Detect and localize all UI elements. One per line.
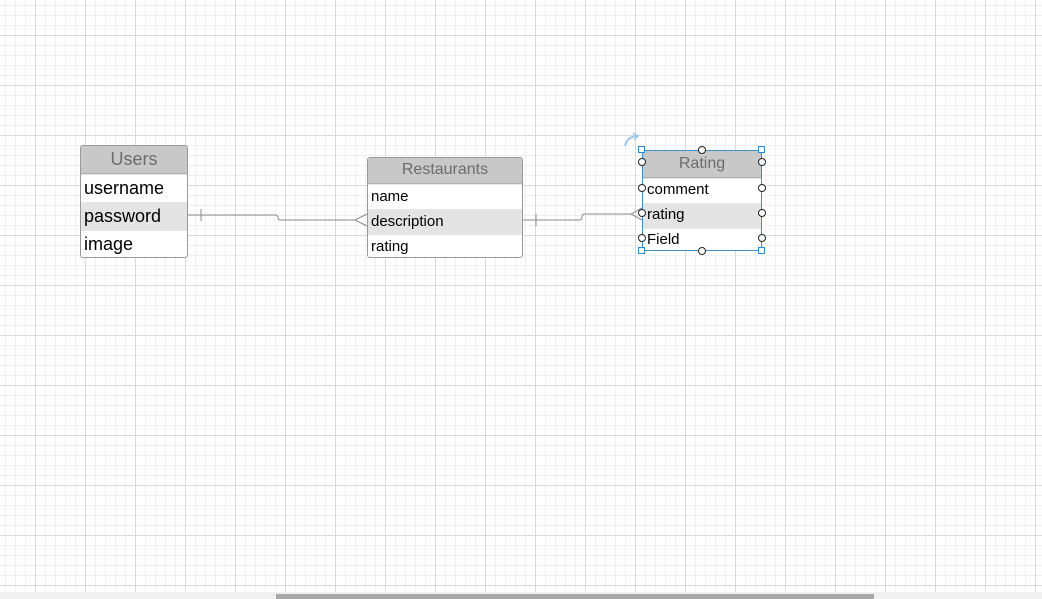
rotate-handle-icon[interactable]: [624, 135, 638, 147]
entity-rating[interactable]: Rating comment rating Field: [642, 150, 762, 251]
connection-point-left-header[interactable]: [638, 158, 646, 166]
field-restaurants-description[interactable]: description: [368, 209, 522, 234]
field-users-password[interactable]: password: [81, 202, 187, 230]
connection-point-right-field[interactable]: [758, 234, 766, 242]
field-restaurants-rating[interactable]: rating: [368, 234, 522, 257]
field-restaurants-name[interactable]: name: [368, 184, 522, 209]
field-users-image[interactable]: image: [81, 230, 187, 257]
resize-handle-top-left[interactable]: [638, 146, 645, 153]
entity-users[interactable]: Users username password image: [80, 145, 188, 258]
connector-restaurants-rating[interactable]: [523, 213, 632, 221]
field-users-username[interactable]: username: [81, 174, 187, 202]
entity-users-title: Users: [81, 146, 187, 174]
connection-point-left-rating[interactable]: [638, 209, 646, 217]
connection-point-right-rating[interactable]: [758, 209, 766, 217]
resize-handle-bottom-left[interactable]: [638, 247, 645, 254]
field-rating-comment[interactable]: comment: [643, 178, 761, 203]
resize-handle-top-right[interactable]: [758, 146, 765, 153]
connection-point-left-field[interactable]: [638, 234, 646, 242]
resize-handle-top[interactable]: [698, 146, 706, 154]
field-rating-rating[interactable]: rating: [643, 203, 761, 228]
connection-point-right-comment[interactable]: [758, 184, 766, 192]
resize-handle-bottom[interactable]: [698, 247, 706, 255]
entity-restaurants[interactable]: Restaurants name description rating: [367, 157, 523, 258]
many-marker-restaurants: [353, 213, 368, 227]
connection-point-left-comment[interactable]: [638, 184, 646, 192]
connector-users-restaurants[interactable]: [188, 214, 356, 221]
entity-restaurants-title: Restaurants: [368, 158, 522, 184]
horizontal-scrollbar-thumb[interactable]: [276, 594, 874, 599]
field-rating-field[interactable]: Field: [643, 228, 761, 250]
connection-point-right-header[interactable]: [758, 158, 766, 166]
resize-handle-bottom-right[interactable]: [758, 247, 765, 254]
entity-rating-title: Rating: [643, 151, 761, 178]
rotate-arrow-icon: [632, 132, 640, 141]
